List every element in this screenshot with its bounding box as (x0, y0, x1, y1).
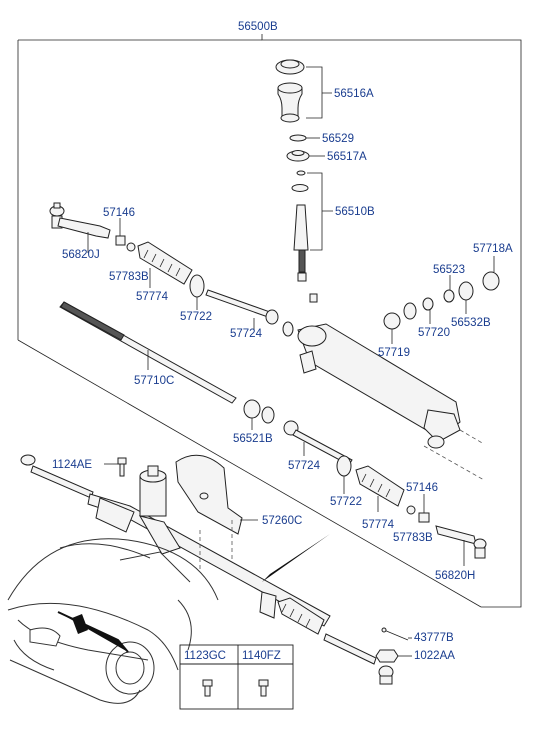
label-57146-top[interactable]: 57146 (103, 207, 135, 219)
bolt-1124ae (117, 457, 127, 477)
label-43777b[interactable]: 43777B (414, 632, 454, 644)
clip-57783b-top (126, 242, 136, 252)
lock-washer-top (282, 321, 294, 337)
washer-56523 (443, 289, 455, 303)
label-57724-top[interactable]: 57724 (230, 328, 263, 340)
label-57783b-bottom[interactable]: 57783B (393, 532, 433, 544)
label-1124ae[interactable]: 1124AE (52, 459, 92, 471)
cap-57718a (482, 271, 500, 291)
label-57724-bottom[interactable]: 57724 (288, 460, 321, 472)
snap-ring-56529 (289, 134, 307, 142)
seal-cap-56516a (275, 59, 305, 123)
location-pointer (262, 534, 330, 582)
label-56521b[interactable]: 56521B (233, 433, 273, 445)
clip-57783b-bottom (406, 505, 416, 515)
label-57719[interactable]: 57719 (378, 347, 410, 359)
nut-56532b (458, 281, 474, 301)
label-57774-top[interactable]: 57774 (136, 291, 169, 303)
heat-shield-57260c (175, 454, 243, 535)
label-56529[interactable]: 56529 (322, 133, 354, 145)
nut-57146-bottom (418, 512, 430, 523)
label-57722-bottom[interactable]: 57722 (330, 496, 362, 508)
gear-housing (297, 323, 461, 449)
label-57260c[interactable]: 57260C (262, 515, 302, 527)
boot-57774-top (137, 241, 193, 285)
label-57146-bottom[interactable]: 57146 (406, 482, 438, 494)
label-56517a[interactable]: 56517A (327, 151, 367, 163)
yoke-57719 (383, 302, 417, 330)
nut-57146-top (115, 235, 126, 246)
spring-57720 (422, 297, 434, 311)
label-57774-bottom[interactable]: 57774 (362, 519, 395, 531)
label-56820h[interactable]: 56820H (435, 570, 475, 582)
bearing-56517a (286, 150, 310, 162)
bushing-56521b (243, 399, 275, 424)
label-56523[interactable]: 56523 (433, 264, 465, 276)
inner-tie-rod-57724-top (205, 289, 279, 325)
bolt-table-col1[interactable]: 1123GC (184, 650, 226, 662)
pinion-56510b (291, 170, 318, 303)
assembly-label[interactable]: 56500B (238, 21, 278, 33)
label-57722-top[interactable]: 57722 (180, 311, 212, 323)
label-56820j[interactable]: 56820J (62, 249, 100, 261)
label-56516a[interactable]: 56516A (334, 88, 374, 100)
label-1022aa[interactable]: 1022AA (414, 650, 455, 662)
boot-57774-bottom (355, 465, 405, 507)
label-57710c[interactable]: 57710C (134, 375, 174, 387)
label-56532b[interactable]: 56532B (451, 317, 491, 329)
vehicle-illustration (7, 538, 219, 704)
nut-1022aa (375, 649, 399, 663)
label-57718a[interactable]: 57718A (473, 243, 513, 255)
bolt-table-col2[interactable]: 1140FZ (242, 650, 281, 662)
label-57783b-top[interactable]: 57783B (109, 271, 149, 283)
tie-rod-end-56820j (49, 202, 111, 239)
band-57722-bottom (336, 455, 352, 477)
label-56510b[interactable]: 56510B (335, 206, 375, 218)
label-57720[interactable]: 57720 (418, 327, 450, 339)
bolt-table (179, 644, 294, 710)
band-57722-top (189, 274, 205, 298)
tie-rod-end-56820h (435, 525, 487, 559)
installed-steering-gear (20, 454, 394, 685)
cotter-pin-43777b (381, 627, 409, 641)
